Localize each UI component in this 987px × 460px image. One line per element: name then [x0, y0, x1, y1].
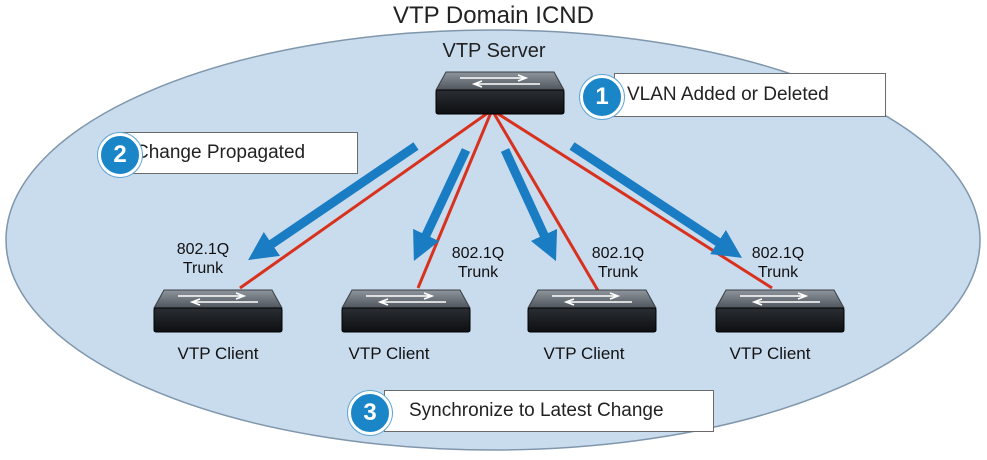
step-1-badge: 1 [580, 75, 624, 119]
trunk-label-3-line2: Trunk [597, 264, 639, 281]
step-3-callout: Synchronize to Latest Change [384, 390, 714, 432]
step-1-text: VLAN Added or Deleted [627, 84, 829, 105]
trunk-label-4: 802.1Q Trunk [733, 244, 823, 282]
trunk-label-4-line2: Trunk [757, 264, 799, 281]
step-3-text: Synchronize to Latest Change [409, 400, 664, 421]
vtp-server-label: VTP Server [442, 40, 546, 62]
trunk-links [239, 108, 773, 295]
trunk-label-2: 802.1Q Trunk [433, 244, 523, 282]
step-2-badge: 2 [98, 133, 142, 177]
vtp-server-switch-icon [435, 71, 565, 115]
step-2-text: Change Propagated [135, 142, 306, 163]
trunk-label-1: 802.1Q Trunk [158, 240, 248, 278]
diagram-title: VTP Domain ICND [393, 2, 594, 29]
trunk-link-3 [490, 109, 602, 295]
trunk-label-1-line1: 802.1Q [176, 241, 230, 258]
vtp-client-switch-icon-3 [527, 289, 657, 333]
vtp-client-switch-icon-2 [341, 289, 471, 333]
trunk-label-4-line1: 802.1Q [751, 245, 805, 262]
trunk-label-3-line1: 802.1Q [591, 245, 645, 262]
propagation-arrow-1 [248, 142, 419, 261]
step-3-badge: 3 [348, 391, 392, 435]
vtp-client-label-3: VTP Client [543, 344, 625, 363]
trunk-label-1-line2: Trunk [182, 260, 224, 277]
vtp-client-label-2: VTP Client [348, 344, 430, 363]
trunk-label-2-line2: Trunk [457, 264, 499, 281]
propagation-arrow-4 [569, 142, 743, 258]
vtp-client-switch-icon-4 [715, 289, 845, 333]
propagation-arrow-3 [500, 148, 558, 262]
trunk-link-1 [239, 108, 493, 290]
step-1-callout: VLAN Added or Deleted [614, 73, 886, 117]
vtp-client-switch-icon-1 [153, 289, 283, 333]
propagation-arrow-2 [413, 148, 471, 262]
trunk-label-3: 802.1Q Trunk [573, 244, 663, 282]
propagation-arrows [248, 142, 743, 262]
vtp-client-label-1: VTP Client [177, 344, 259, 363]
trunk-link-4 [491, 108, 773, 290]
step-2-callout: Change Propagated [122, 132, 358, 174]
trunk-label-2-line1: 802.1Q [451, 245, 505, 262]
vtp-client-label-4: VTP Client [729, 344, 811, 363]
